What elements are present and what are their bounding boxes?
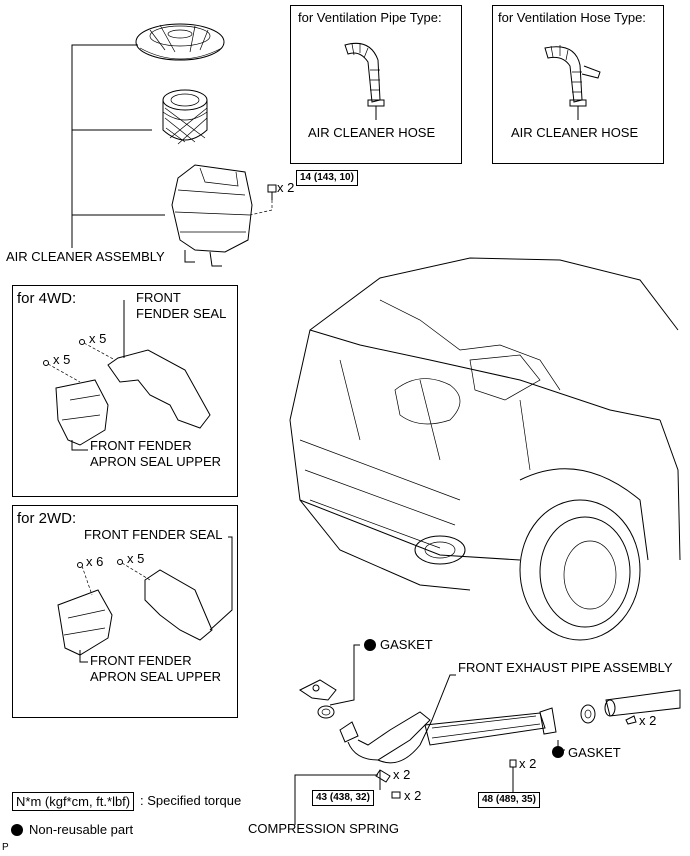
exhaust-torque-left: 43 (438, 32) — [312, 790, 374, 806]
legend-nonreusable-label: Non-reusable part — [29, 822, 134, 837]
exhaust-count-right: x 2 — [639, 713, 657, 728]
nonreusable-dot-gasket-right — [552, 746, 564, 758]
pipe-panel-part-label: AIR CLEANER HOSE — [308, 125, 436, 140]
compression-spring-label: COMPRESSION SPRING — [248, 821, 399, 836]
fourwd-fender-seal-line2: FENDER SEAL — [136, 306, 227, 321]
gasket-right-label: GASKET — [568, 745, 621, 760]
twowd-fender-seal: FRONT FENDER SEAL — [84, 527, 223, 542]
assembly-label: AIR CLEANER ASSEMBLY — [6, 249, 165, 264]
air-filter-element — [162, 89, 208, 145]
legend-torque-box: N*m (kgf*cm, ft.*lbf) — [12, 792, 135, 811]
twowd-seals — [57, 536, 233, 663]
fourwd-count-a: x 5 — [89, 331, 107, 346]
exhaust-count-mid: x 2 — [519, 756, 537, 771]
twowd-count-a: x 6 — [86, 554, 104, 569]
vehicle-front-illustration — [289, 257, 681, 641]
exhaust-count-spring: x 2 — [393, 767, 411, 782]
fourwd-seals — [43, 300, 211, 451]
hose-panel-title: for Ventilation Hose Type: — [498, 10, 646, 25]
case-bolt-torque: 14 (143, 10) — [296, 170, 358, 186]
air-cleaner-hose-pipe-type — [344, 42, 385, 120]
twowd-title: for 2WD: — [17, 510, 77, 527]
fourwd-apron-line1: FRONT FENDER — [90, 438, 192, 453]
nonreusable-dot-gasket-top — [364, 639, 376, 651]
twowd-apron-line1: FRONT FENDER — [90, 653, 192, 668]
fourwd-count-b: x 5 — [53, 352, 71, 367]
air-cleaner-hose-hose-type — [544, 45, 601, 120]
fourwd-panel — [12, 285, 238, 497]
ventilation-hose-panel — [492, 5, 664, 164]
air-cleaner-case — [171, 164, 253, 267]
fourwd-title: for 4WD: — [17, 290, 77, 307]
legend-torque-desc: : Specified torque — [140, 793, 242, 808]
gasket-top-label: GASKET — [380, 637, 433, 652]
fourwd-apron-line2: APRON SEAL UPPER — [90, 454, 222, 469]
hose-panel-part-label: AIR CLEANER HOSE — [511, 125, 639, 140]
fourwd-fender-seal-line1: FRONT — [136, 290, 181, 305]
pipe-panel-title: for Ventilation Pipe Type: — [298, 10, 442, 25]
case-bolt-count: x 2 — [277, 180, 295, 195]
twowd-apron-line2: APRON SEAL UPPER — [90, 669, 222, 684]
twowd-count-b: x 5 — [127, 551, 145, 566]
air-cleaner-cap — [135, 23, 225, 61]
exhaust-count-bolt: x 2 — [404, 788, 422, 803]
ventilation-pipe-panel — [290, 5, 462, 164]
twowd-panel — [12, 505, 238, 718]
case-bolt — [249, 184, 277, 216]
legend-nonreusable-dot — [11, 824, 23, 836]
front-exhaust-pipe-label: FRONT EXHAUST PIPE ASSEMBLY — [458, 660, 673, 675]
exhaust-torque-right: 48 (489, 35) — [478, 792, 540, 808]
corner-mark: P — [2, 842, 9, 853]
